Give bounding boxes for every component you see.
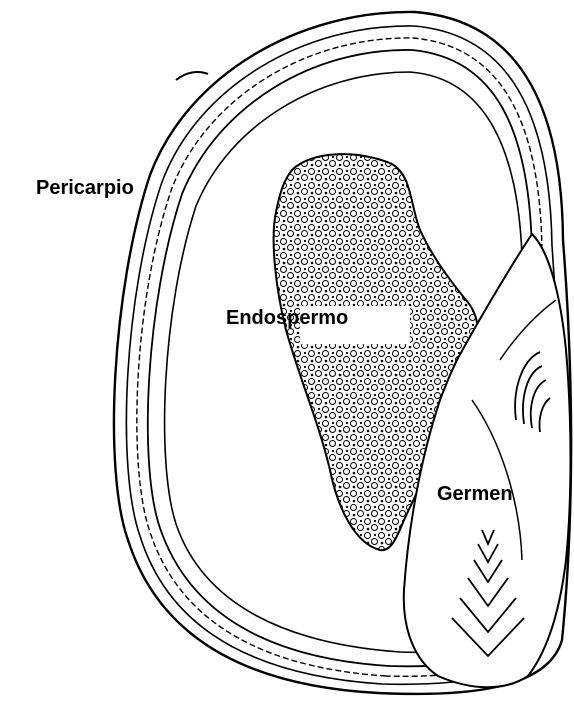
germ-label: Germen (437, 484, 513, 504)
pericarp-stub (176, 72, 208, 80)
endosperm-label: Endospermo (226, 308, 348, 328)
pericarp-label: Pericarpio (36, 178, 134, 198)
